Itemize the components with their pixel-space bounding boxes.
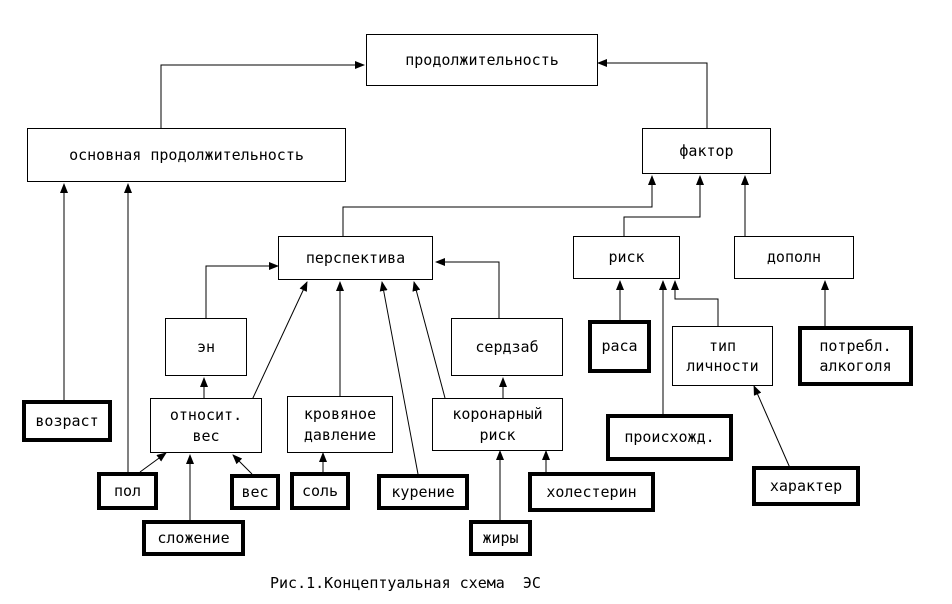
node-faktor: фактор [642,128,771,174]
node-dopoln: дополн [734,236,854,279]
node-kholesterin: холестерин [528,472,655,512]
edge-perspektiva-faktor [342,175,656,236]
edge-faktor-prodolzh [597,59,708,128]
edge-osnovnaya-prodolzh [160,61,365,128]
node-en: эн [165,318,247,376]
edge-tip-risk [671,280,719,326]
node-osnovnaya-prodolzhitelnost: основная продолжительность [27,128,346,182]
node-sol: соль [290,472,350,510]
node-perspektiva: перспектива [278,236,433,280]
node-risk: риск [573,236,680,279]
node-vozrast: возраст [22,400,112,442]
node-serdzab: сердзаб [451,318,563,376]
node-otnosit-ves: относит. вес [150,398,262,453]
edge-otnosit-perspektiva [251,281,308,401]
node-koronarny-risk: коронарный риск [432,398,563,451]
node-potrebl-alkogolya: потребл. алкоголя [798,326,913,386]
node-krovyanoe-davlenie: кровяное давление [287,396,393,453]
node-kharakter: характер [752,466,860,506]
edge-kurenie-perspektiva [379,281,419,475]
node-zhiry: жиры [469,520,532,556]
figure-caption: Рис.1.Концептуальная схема ЭС [270,574,541,592]
node-tip-lichnosti: тип личности [672,326,773,386]
node-ves: вес [230,474,280,510]
node-slozhenie: сложение [142,520,245,556]
edge-kharakter-tip [753,385,791,469]
edge-serdzab-perspektiva [435,258,500,318]
node-pol: пол [97,472,158,510]
edge-pol-otnosit [139,452,167,473]
node-prodolzhitelnost: продолжительность [366,34,598,86]
node-rasa: раса [588,320,651,373]
node-proiskhozhd: происхожд. [606,414,733,461]
node-kurenie: курение [377,474,469,510]
edge-en-perspektiva [205,262,279,318]
edge-risk-faktor [623,175,704,236]
edge-ves-otnosit [232,454,253,475]
edge-koronarny-perspektiva [412,281,446,399]
